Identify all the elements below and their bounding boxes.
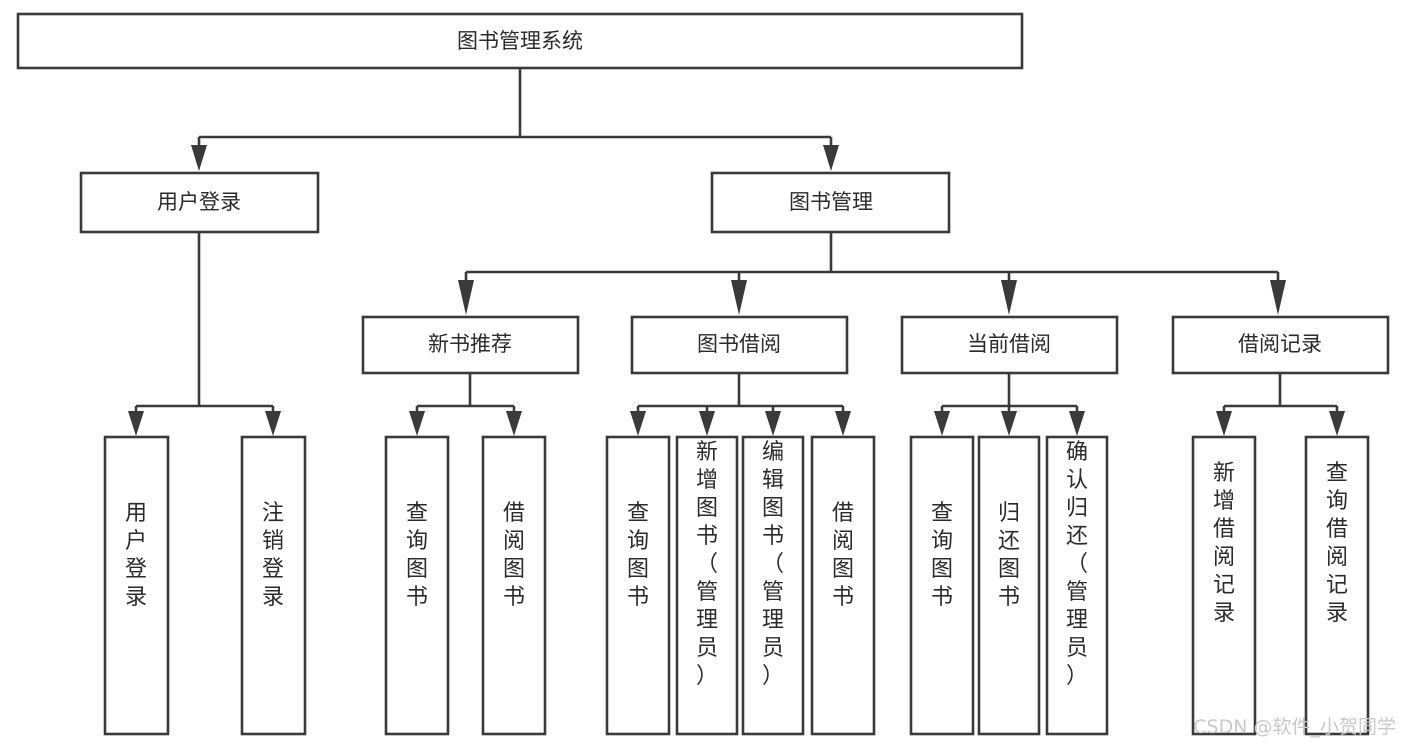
node-leaf-add-record[interactable]: 新增借阅记录: [1191, 435, 1257, 736]
node-book-borrow[interactable]: 图书借阅: [630, 315, 849, 375]
node-new-book-recommend-label: 新书推荐: [428, 332, 512, 356]
node-leaf-confirm-return-label: 确认归还（管理员）: [1066, 440, 1088, 689]
node-leaf-add-record-label: 新增借阅记录: [1213, 461, 1235, 626]
node-leaf-query-book-2[interactable]: 查询图书: [605, 435, 671, 736]
arrow-icon-leaf-borrow-book-1: [506, 411, 522, 436]
arrow-icon-leaf-edit-book: [765, 411, 781, 436]
node-borrow-record[interactable]: 借阅记录: [1171, 315, 1390, 375]
node-current-borrow-box[interactable]: [900, 315, 1119, 375]
node-borrow-record-box[interactable]: [1171, 315, 1390, 375]
node-leaf-add-book-box[interactable]: [675, 435, 739, 736]
node-leaf-query-book-1-label: 查询图书: [406, 501, 428, 610]
arrow-icon-leaf-query-book-3: [934, 411, 950, 436]
node-leaf-query-record[interactable]: 查询借阅记录: [1304, 435, 1370, 736]
arrow-icon-leaf-query-book-2: [630, 411, 646, 436]
arrow-icon-leaf-query-record: [1329, 411, 1345, 436]
node-leaf-user-login-box[interactable]: [103, 435, 170, 736]
arrow-icon-borrow-record: [1270, 280, 1286, 315]
node-book-borrow-box[interactable]: [630, 315, 849, 375]
node-user-login-box[interactable]: [79, 171, 320, 234]
node-leaf-borrow-book-1-label: 借阅图书: [503, 501, 525, 610]
node-leaf-add-book-label: 新增图书（管理员）: [696, 440, 718, 689]
node-book-manage[interactable]: 图书管理: [710, 171, 951, 234]
connector-layer: [128, 69, 1345, 436]
arrow-icon-leaf-return-book: [1001, 411, 1017, 436]
node-leaf-return-book-box[interactable]: [977, 435, 1041, 736]
arrow-icon-leaf-query-book-1: [409, 411, 425, 436]
node-leaf-confirm-return-box[interactable]: [1045, 435, 1109, 736]
node-current-borrow[interactable]: 当前借阅: [900, 315, 1119, 375]
node-leaf-user-login-label: 用户登录: [125, 501, 147, 610]
node-borrow-record-label: 借阅记录: [1238, 332, 1322, 356]
node-root-box[interactable]: [16, 12, 1024, 70]
node-leaf-query-book-1-box[interactable]: [384, 435, 450, 736]
arrow-icon-leaf-user-login: [128, 411, 144, 436]
node-leaf-query-record-label: 查询借阅记录: [1326, 461, 1348, 626]
arrow-icon-leaf-user-logout: [265, 411, 281, 436]
node-root-label: 图书管理系统: [457, 29, 583, 53]
arrow-icon-leaf-borrow-book-2: [835, 411, 851, 436]
node-leaf-borrow-book-1-box[interactable]: [481, 435, 547, 736]
arrow-icon-leaf-confirm-return: [1069, 411, 1085, 436]
node-leaf-borrow-book-2[interactable]: 借阅图书: [810, 435, 876, 736]
node-leaf-query-book-2-label: 查询图书: [627, 501, 649, 610]
watermark-label: CSDN @软件_小贺同学: [1193, 716, 1396, 738]
node-leaf-borrow-book-2-label: 借阅图书: [832, 501, 854, 610]
node-leaf-user-login[interactable]: 用户登录: [103, 435, 170, 736]
arrow-icon-book-borrow: [731, 280, 747, 315]
node-leaf-query-book-3-label: 查询图书: [931, 501, 953, 610]
node-leaf-borrow-book-1[interactable]: 借阅图书: [481, 435, 547, 736]
node-leaf-user-logout-label: 注销登录: [262, 501, 284, 610]
node-leaf-return-book[interactable]: 归还图书: [977, 435, 1041, 736]
node-new-book-recommend-box[interactable]: [361, 315, 580, 375]
node-book-borrow-label: 图书借阅: [697, 332, 781, 356]
node-leaf-edit-book-box[interactable]: [741, 435, 805, 736]
arrow-icon-current-borrow: [1001, 280, 1017, 315]
node-leaf-edit-book-label: 编辑图书（管理员）: [762, 440, 784, 689]
node-leaf-borrow-book-2-box[interactable]: [810, 435, 876, 736]
arrow-icon-leaf-add-record: [1216, 411, 1232, 436]
node-leaf-query-book-3-box[interactable]: [909, 435, 975, 736]
node-leaf-add-book[interactable]: 新增图书（管理员）: [675, 435, 739, 736]
node-new-book-recommend[interactable]: 新书推荐: [361, 315, 580, 375]
node-user-login[interactable]: 用户登录: [79, 171, 320, 234]
node-leaf-return-book-label: 归还图书: [998, 501, 1020, 610]
node-leaf-query-record-box[interactable]: [1304, 435, 1370, 736]
node-leaf-confirm-return[interactable]: 确认归还（管理员）: [1045, 435, 1109, 736]
node-book-manage-label: 图书管理: [789, 190, 873, 214]
node-leaf-query-book-1[interactable]: 查询图书: [384, 435, 450, 736]
node-book-manage-box[interactable]: [710, 171, 951, 234]
node-leaf-edit-book[interactable]: 编辑图书（管理员）: [741, 435, 805, 736]
arrow-icon-user-login: [191, 145, 207, 171]
node-leaf-query-book-3[interactable]: 查询图书: [909, 435, 975, 736]
arrow-icon-leaf-add-book: [699, 411, 715, 436]
arrow-icon-book-manage: [823, 145, 839, 171]
node-leaf-user-logout[interactable]: 注销登录: [240, 435, 307, 736]
node-leaf-user-logout-box[interactable]: [240, 435, 307, 736]
node-root[interactable]: 图书管理系统: [16, 12, 1024, 70]
node-current-borrow-label: 当前借阅: [967, 332, 1051, 356]
node-leaf-add-record-box[interactable]: [1191, 435, 1257, 736]
arrow-icon-new-book-recommend: [458, 280, 474, 315]
node-leaf-query-book-2-box[interactable]: [605, 435, 671, 736]
node-user-login-label: 用户登录: [157, 190, 241, 214]
